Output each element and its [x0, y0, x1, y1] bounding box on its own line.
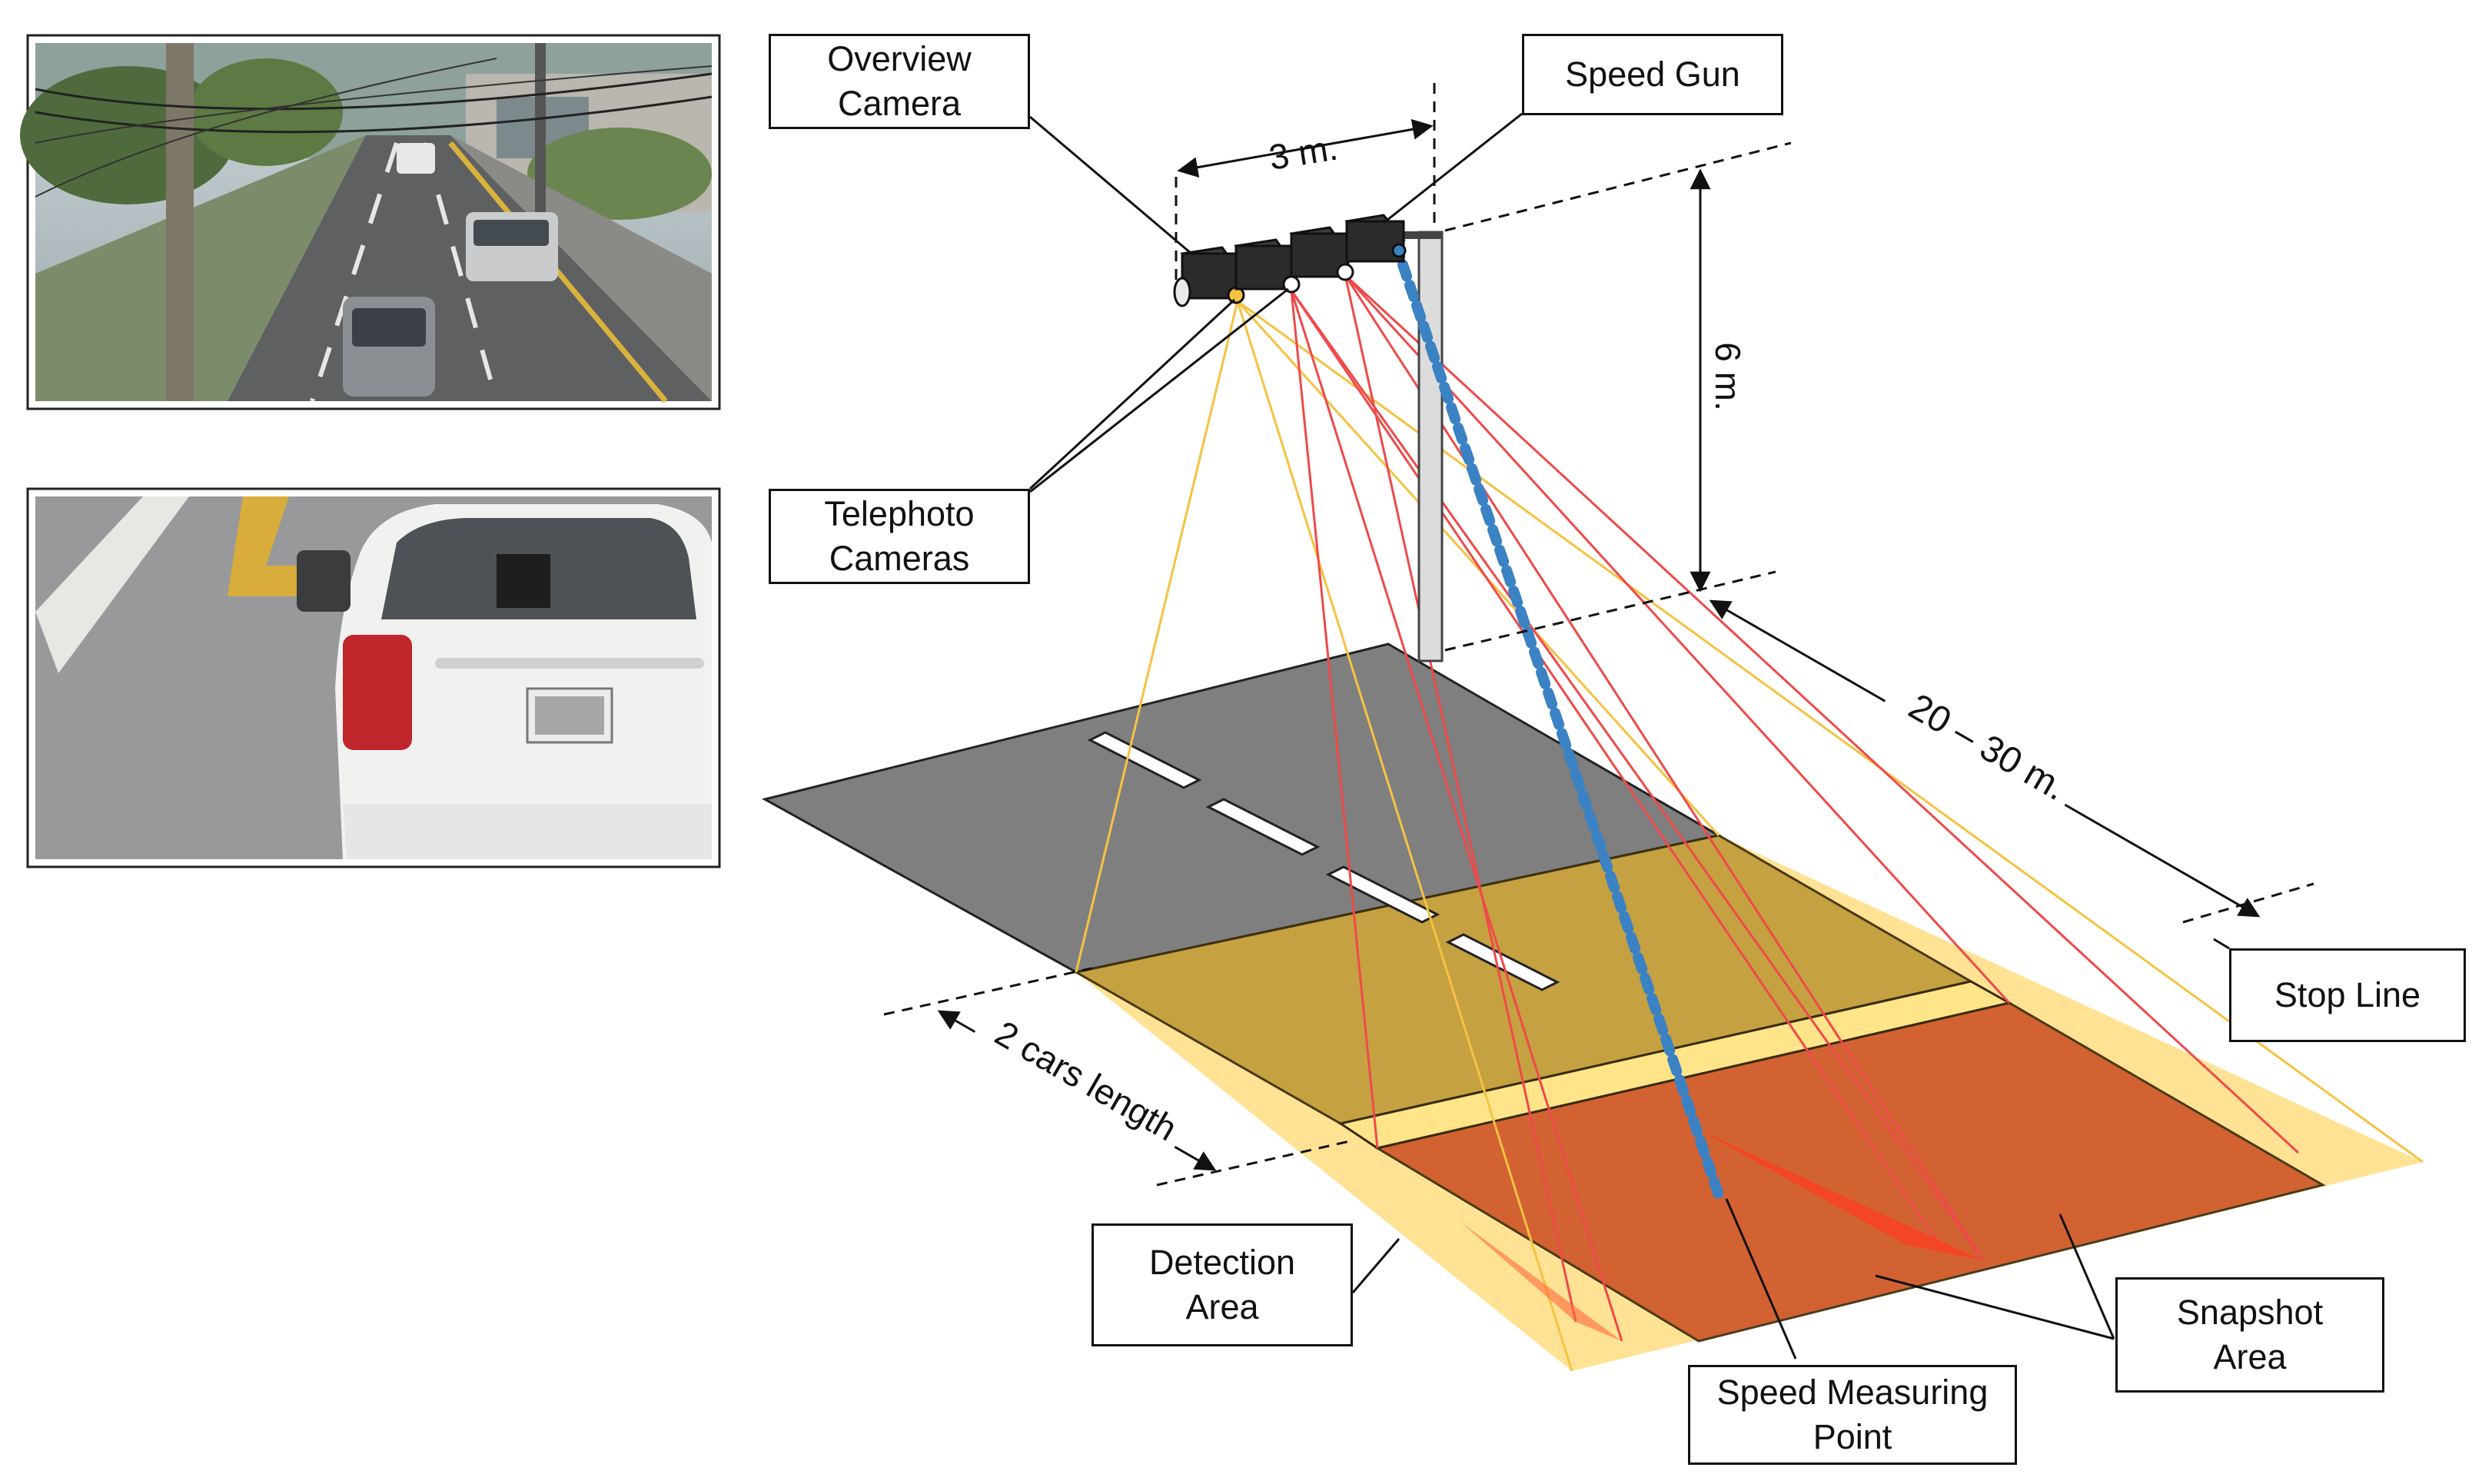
width-label: 3 m. — [1266, 128, 1341, 178]
dimension-height: 6 m. — [1444, 141, 1792, 652]
overview-camera-label: Overview Camera — [769, 34, 1030, 129]
telephoto-camera-icon-1 — [1234, 238, 1301, 294]
telephoto-camera-photo — [26, 487, 721, 868]
telephoto-cone-red-2 — [1460, 1222, 1622, 1341]
snapshot-area-label: Snapshot Area — [2115, 1277, 2384, 1393]
telephoto-cameras-label: Telephoto Cameras — [769, 489, 1030, 584]
telephoto-cone-red — [1699, 1130, 1983, 1260]
detection-area-label: Detection Area — [1091, 1223, 1353, 1346]
camera-cluster — [1173, 214, 1407, 307]
speed-measuring-point-label: Speed Measuring Point — [1688, 1365, 2017, 1465]
snapshot-area — [1374, 1001, 2326, 1343]
camera-pole — [1368, 231, 1444, 662]
speed-gun-beam — [1391, 239, 1724, 1200]
overview-camera-photo — [20, 34, 721, 410]
overview-camera-icon — [1173, 246, 1245, 307]
speed-gun-icon — [1344, 214, 1407, 263]
speed-gun-label: Speed Gun — [1522, 34, 1783, 115]
stop-line-label: Stop Line — [2229, 948, 2466, 1042]
callout-leaders — [1028, 112, 2230, 1360]
height-label: 6 m. — [1708, 342, 1748, 410]
telephoto-camera-icon-2 — [1289, 226, 1354, 281]
